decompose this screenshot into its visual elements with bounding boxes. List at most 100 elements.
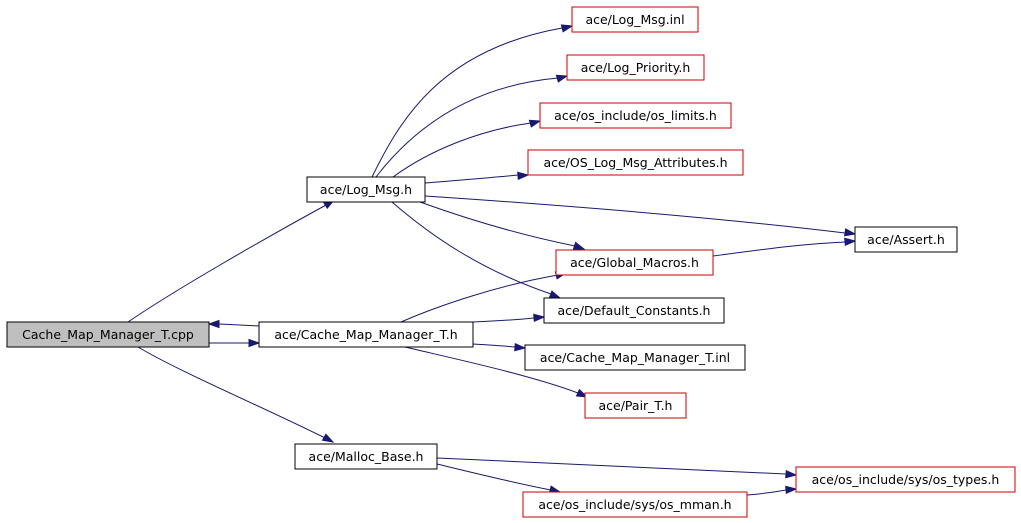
edge-global-macros-h-to-assert-h [712,237,857,257]
edge-line [436,457,787,475]
node-assert-h[interactable]: ace/Assert.h [854,226,958,253]
edge-cache-map-manager-t-cpp-to-cache-map-manager-t-h [209,338,261,348]
node-label: ace/os_include/sys/os_mman.h [538,497,731,512]
node-label: ace/Default_Constants.h [558,303,711,318]
edge-malloc-base-h-to-os-types-h [436,457,798,479]
node-box[interactable] [306,176,426,203]
node-box[interactable] [527,149,744,176]
edge-line [218,323,260,327]
node-label: ace/Cache_Map_Manager_T.h [274,327,457,342]
edge-arrowhead [528,119,542,128]
node-label: ace/Pair_T.h [599,398,673,413]
edge-line [400,274,559,323]
edge-arrowhead [843,228,857,237]
node-box[interactable] [539,102,732,129]
edge-line [472,317,535,323]
edge-line [436,463,552,491]
edge-cache-map-manager-t-h-to-cache-map-manager-t-inl [472,342,527,352]
edge-arrowhead [248,338,261,348]
edge-line [424,174,519,184]
edge-line [746,489,787,496]
node-os-limits-h[interactable]: ace/os_include/os_limits.h [539,102,732,129]
node-default-constants-h[interactable]: ace/Default_Constants.h [543,297,725,324]
edge-line [472,343,516,348]
node-box[interactable] [584,392,687,419]
node-label: ace/OS_Log_Msg_Attributes.h [543,155,727,170]
node-label: ace/os_include/os_limits.h [554,108,717,123]
edge-arrowhead [548,290,562,299]
edge-layer [127,24,857,496]
node-box[interactable] [566,54,705,81]
node-cache-map-manager-t-cpp[interactable]: Cache_Map_Manager_T.cpp [6,321,210,348]
edge-arrowhead [560,24,574,33]
node-cache-map-manager-t-h[interactable]: ace/Cache_Map_Manager_T.h [258,321,474,348]
edge-arrowhead [207,319,220,329]
node-box[interactable] [543,297,725,324]
node-box[interactable] [571,6,699,33]
edge-arrowhead [533,313,546,323]
node-pair-t-h[interactable]: ace/Pair_T.h [584,392,687,419]
edge-line [127,204,327,323]
edge-cache-map-manager-t-h-to-default-constants-h [472,313,546,323]
edge-arrowhead [555,74,569,83]
edge-log-msg-h-to-os-limits-h [392,119,542,178]
node-box[interactable] [524,344,746,371]
edge-log-msg-h-to-log-priority-h [375,74,569,178]
node-os-mman-h[interactable]: ace/os_include/sys/os_mman.h [522,491,748,518]
node-label: ace/Log_Priority.h [581,60,691,75]
edge-arrowhead [517,171,530,181]
edge-log-msg-h-to-assert-h [424,195,857,237]
node-label: Cache_Map_Manager_T.cpp [22,327,194,342]
node-label: ace/os_include/sys/os_types.h [812,472,1000,487]
edge-arrowhead [785,485,798,495]
edge-cache-map-manager-t-h-to-cache-map-manager-t-cpp [207,319,260,329]
edge-arrowhead [844,237,857,247]
node-label: ace/Global_Macros.h [570,255,699,270]
node-box[interactable] [522,491,748,518]
node-cache-map-manager-t-inl[interactable]: ace/Cache_Map_Manager_T.inl [524,344,746,371]
node-box[interactable] [294,443,438,470]
edge-log-msg-h-to-global-macros-h [419,201,586,250]
edge-line [137,346,326,439]
node-box[interactable] [795,466,1016,493]
edge-line [404,346,579,394]
node-box[interactable] [6,321,210,348]
node-box[interactable] [258,321,474,348]
node-label: ace/Cache_Map_Manager_T.inl [540,350,730,365]
node-os-types-h[interactable]: ace/os_include/sys/os_types.h [795,466,1016,493]
node-layer: Cache_Map_Manager_T.cpp ace/Log_Msg.h ace/… [6,6,1016,518]
edge-line [371,27,563,178]
edge-line [424,195,846,234]
node-log-priority-h[interactable]: ace/Log_Priority.h [566,54,705,81]
edge-line [375,77,559,178]
edge-cache-map-manager-t-cpp-to-log-msg-h [127,199,336,323]
edge-line [712,241,846,257]
edge-log-msg-h-to-default-constants-h [391,201,562,299]
node-label: ace/Assert.h [867,232,945,247]
edge-os-mman-h-to-os-types-h [746,485,798,496]
node-log-msg-h[interactable]: ace/Log_Msg.h [306,176,426,203]
edge-line [419,201,576,247]
edge-cache-map-manager-t-h-to-pair-t-h [404,346,589,398]
edge-arrowhead [514,342,527,352]
edge-log-msg-h-to-os-log-msg-attributes-h [424,171,530,184]
node-label: ace/Log_Msg.inl [585,12,684,27]
node-malloc-base-h[interactable]: ace/Malloc_Base.h [294,443,438,470]
node-log-msg-inl[interactable]: ace/Log_Msg.inl [571,6,699,33]
node-os-log-msg-attributes-h[interactable]: ace/OS_Log_Msg_Attributes.h [527,149,744,176]
edge-log-msg-h-to-log-msg-inl [371,24,574,178]
edge-cache-map-manager-t-cpp-to-malloc-base-h [137,346,335,443]
edge-arrowhead [572,241,586,250]
node-box[interactable] [555,249,714,276]
node-label: ace/Malloc_Base.h [309,449,424,464]
edge-line [392,122,532,178]
edge-arrowhead [321,433,335,443]
node-global-macros-h[interactable]: ace/Global_Macros.h [555,249,714,276]
edge-cache-map-manager-t-h-to-global-macros-h [400,271,568,323]
node-box[interactable] [854,226,958,253]
edge-arrowhead [785,469,798,479]
edge-line [391,201,552,295]
edge-arrowhead [575,388,589,398]
node-label: ace/Log_Msg.h [320,182,412,197]
